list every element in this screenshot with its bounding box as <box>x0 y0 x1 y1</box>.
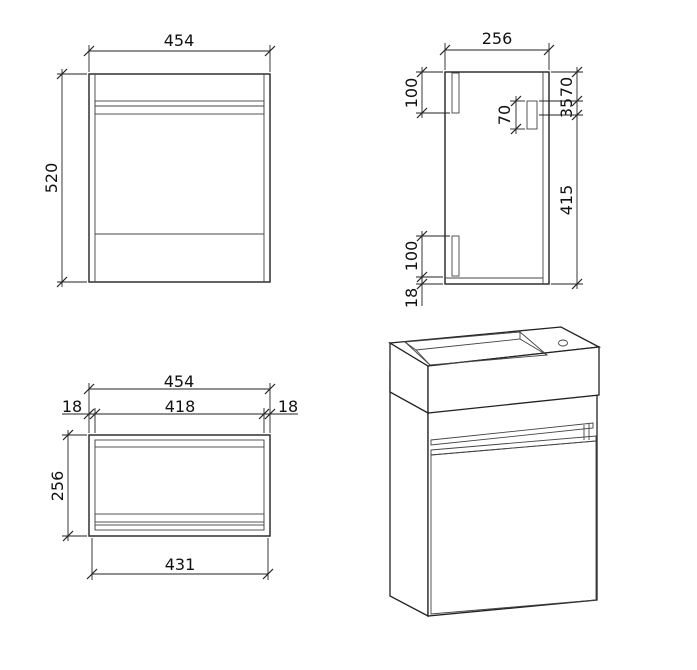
front-width-label: 454 <box>164 31 195 50</box>
bottom-bracket-dimension: 100 <box>402 230 450 283</box>
lower-bracket <box>451 235 460 277</box>
side-view: 256 100 100 18 <box>402 29 583 308</box>
front-width-dimension: 454 <box>83 31 276 72</box>
hole-offset-label: 70 <box>557 77 576 97</box>
mounting-hole <box>526 100 538 130</box>
front-rail <box>430 422 594 446</box>
bottom-gap-label: 18 <box>402 288 421 308</box>
hole-spacing-label: 35 <box>557 98 576 118</box>
top-bracket-dimension: 100 <box>402 66 450 119</box>
bottom-bracket-label: 100 <box>402 241 421 272</box>
bottom-gap-dimension: 18 <box>402 272 443 308</box>
top-inner-dimension: 418 18 18 <box>62 397 298 433</box>
right-dimension-chain: 70 35 415 <box>539 66 583 290</box>
front-view: 454 520 <box>42 31 276 288</box>
top-width-dimension: 454 <box>83 372 276 433</box>
hole-size-dimension: 70 <box>495 95 525 135</box>
bracket-spacing-label: 415 <box>557 185 576 216</box>
isometric-view <box>387 326 602 618</box>
base-width-dimension: 431 <box>86 538 274 580</box>
front-top-rail <box>94 100 265 115</box>
side-depth-dimension: 256 <box>439 29 555 70</box>
front-height-label: 520 <box>42 163 61 194</box>
basin-front <box>427 346 600 414</box>
front-outline <box>88 73 271 283</box>
top-depth-dimension: 256 <box>48 429 87 542</box>
top-outline <box>88 434 271 537</box>
left-panel-label: 18 <box>62 397 82 416</box>
front-height-dimension: 520 <box>42 68 87 288</box>
top-view: 454 418 18 18 256 <box>48 372 298 580</box>
right-panel-label: 18 <box>278 397 298 416</box>
top-depth-label: 256 <box>48 471 67 502</box>
side-outline <box>444 71 550 285</box>
top-bracket-label: 100 <box>402 78 421 109</box>
hole-size-label: 70 <box>495 105 514 125</box>
upper-bracket <box>451 72 460 114</box>
inner-width-label: 418 <box>165 397 196 416</box>
tap-hole <box>558 339 568 347</box>
side-depth-label: 256 <box>482 29 513 48</box>
base-width-label: 431 <box>165 555 196 574</box>
top-width-label: 454 <box>164 372 195 391</box>
